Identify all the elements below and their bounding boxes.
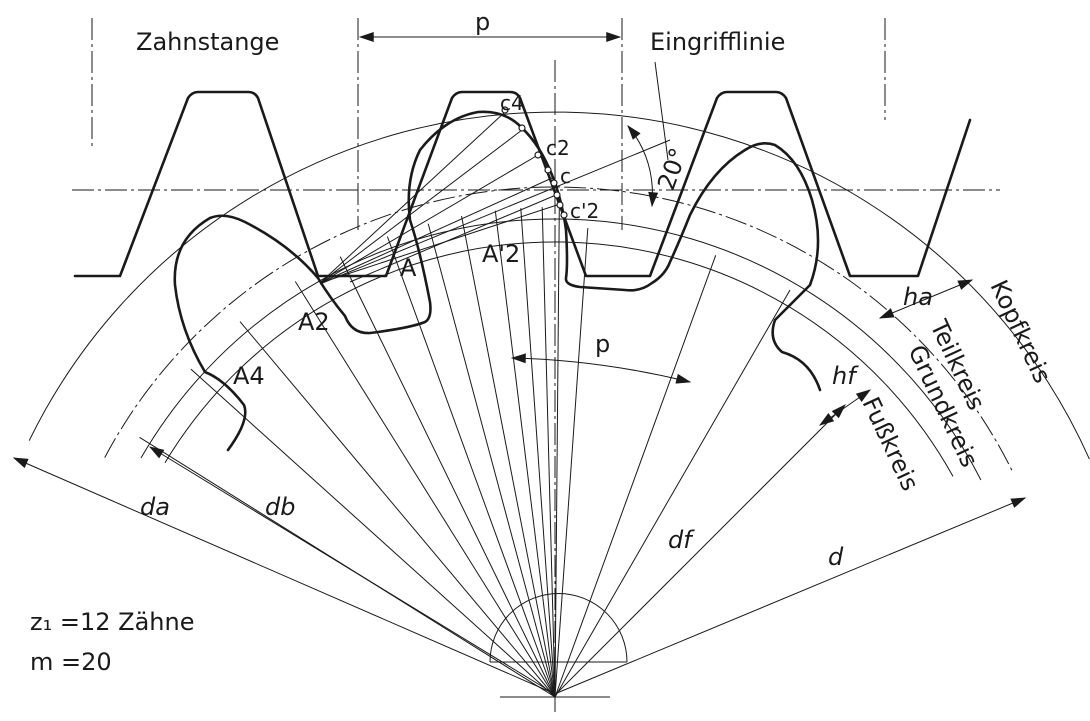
a2-label: A2: [298, 308, 330, 336]
radial-line: [541, 207, 556, 698]
line-of-action: [319, 139, 671, 285]
radial-line: [339, 256, 556, 698]
involute-point: [550, 179, 558, 187]
radial-line: [554, 206, 560, 698]
c2-label: c2: [546, 136, 570, 160]
a-label: A: [400, 254, 417, 282]
radial-line: [554, 228, 589, 698]
root-circle-label: Fußkreis: [857, 393, 925, 495]
radial-line: [190, 368, 556, 698]
radial-line: [386, 236, 556, 698]
tangent-line: [319, 177, 553, 284]
line-of-action-leader: [654, 61, 669, 161]
rack-profile: [73, 90, 972, 278]
teeth-count: z₁ =12 Zähne: [30, 608, 194, 636]
df-label: df: [668, 526, 695, 554]
c4-label: c4: [500, 91, 524, 115]
a2-prime-label: A'2: [482, 240, 520, 268]
ha-dimension: [878, 279, 974, 319]
radial-line: [461, 215, 556, 698]
radial-line: [520, 208, 556, 698]
root-circle: [164, 241, 954, 477]
c-label: c: [560, 164, 571, 188]
df-dimension: [556, 404, 846, 694]
radial-line: [554, 289, 791, 698]
tangent-line: [319, 129, 523, 284]
line-of-action-label: Eingrifflinie: [650, 28, 785, 56]
pitch-top-label: p: [475, 8, 490, 36]
d-dimension: [556, 497, 1027, 694]
involute-point: [553, 191, 561, 199]
rack-label: Zahnstange: [136, 28, 279, 56]
involute-point: [544, 166, 552, 174]
radial-line: [239, 321, 556, 698]
gear-tooth-outline: [173, 110, 822, 452]
radial-construction-lines: [139, 111, 791, 698]
pitch-arc-label: p: [595, 330, 610, 358]
angle-label: 20°: [652, 144, 693, 194]
radial-line: [554, 255, 717, 698]
tangent-line: [349, 194, 557, 283]
radial-line: [294, 281, 556, 698]
hf-dimension: [818, 389, 872, 426]
d-label: d: [828, 543, 844, 571]
involute-point: [534, 151, 542, 159]
radial-line: [494, 210, 556, 698]
center-arc: [489, 593, 628, 663]
da-dimension: [12, 457, 554, 694]
involute-point: [518, 124, 526, 132]
c2-prime-label: c'2: [570, 199, 599, 223]
tip-circle: [28, 111, 1090, 460]
tangent-line: [319, 111, 506, 284]
radial-line: [427, 223, 556, 698]
involute-points: [501, 106, 568, 219]
a4-label: A4: [233, 362, 265, 390]
base-circle: [140, 218, 982, 481]
db-label: db: [265, 493, 295, 521]
pitch-circle: [104, 186, 1014, 474]
ha-label: ha: [903, 283, 933, 311]
module-value: m =20: [30, 648, 112, 676]
tip-circle-label: Kopfkreis: [985, 276, 1057, 388]
pitch-arc-dimension: [510, 353, 692, 384]
pressure-angle-arc: [627, 125, 659, 208]
db-dimension: [148, 446, 554, 694]
involute-point: [560, 211, 568, 219]
involute-point: [501, 106, 509, 114]
da-label: da: [140, 493, 170, 521]
hf-label: hf: [832, 362, 859, 390]
involute-point: [556, 201, 564, 209]
